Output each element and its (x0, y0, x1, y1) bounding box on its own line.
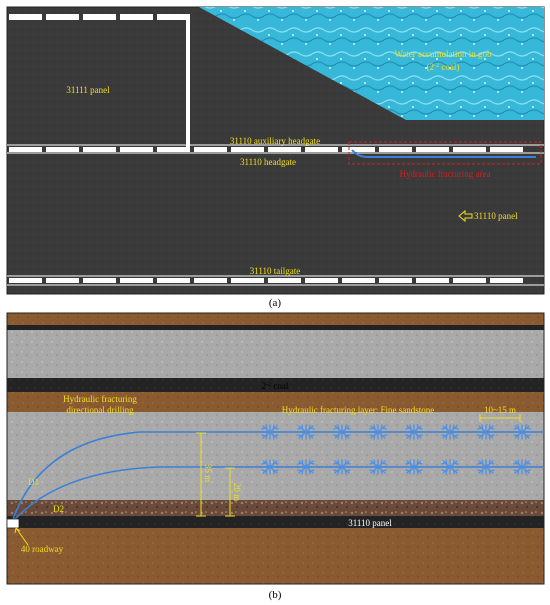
roadway-block (379, 147, 412, 152)
label-d2: D2 (53, 504, 64, 514)
layer-upper-sandstone (7, 330, 544, 378)
roadway-block (453, 147, 486, 152)
roadway-block (157, 14, 190, 20)
roadway-block (120, 278, 153, 283)
layer-floor-mudstone (7, 528, 544, 584)
label-20m: 20 m (232, 483, 242, 501)
roadway-block (83, 147, 116, 152)
roadway-block (120, 147, 153, 152)
label-31111-panel: 31111 panel (66, 85, 110, 95)
roadway-block (46, 147, 79, 152)
dimension-35m (196, 432, 206, 517)
tailgate-roadway (7, 275, 544, 286)
label-water-coal: (2-2 coal) (427, 62, 460, 72)
layer-31110-coal (7, 516, 544, 528)
layer-thin-coal (7, 325, 544, 330)
roadway-block (231, 147, 264, 152)
label-31110-panel-a: 31110 panel (474, 211, 518, 221)
roadway-block (83, 278, 116, 283)
roadway-block (157, 278, 190, 283)
dimension-spacing (479, 414, 521, 422)
roadway-block (231, 278, 264, 283)
roadway-block (9, 278, 42, 283)
label-water-accumulation: Water accumulation in gob (395, 49, 492, 59)
caption-a: (a) (269, 297, 282, 309)
panel-b-border (6, 312, 545, 585)
roadway-block (268, 147, 301, 152)
dimension-20m (225, 467, 235, 517)
label-drilling-line1: Hydraulic fracturing (63, 394, 137, 404)
layer-gravel (7, 500, 544, 516)
label-35m: 35 m (203, 464, 213, 482)
roadway-block (342, 278, 375, 283)
layer-2-2-coal (7, 378, 544, 392)
label-d1: D1 (28, 477, 39, 487)
top-roadway (9, 14, 190, 20)
label-aux-headgate: 31110 auxiliary headgate (230, 136, 320, 146)
roadway-block (268, 278, 301, 283)
roadway-block (490, 278, 523, 283)
water-gob-area (199, 7, 544, 120)
label-fracturing-layer: Hydraulic fracturing layer: Fine sandsto… (282, 405, 434, 415)
headgate-roadway (7, 144, 544, 154)
roadway-block (157, 147, 190, 152)
label-2-2-coal: 2-2 coal (262, 381, 289, 391)
roadway-block (46, 14, 79, 20)
roadway-block (120, 14, 153, 20)
label-40-roadway: 40 roadway (21, 544, 64, 554)
layer-fine-sandstone (7, 412, 544, 500)
roadway-block (9, 147, 42, 152)
roadway-block (453, 278, 486, 283)
roadway-block (342, 147, 375, 152)
layer-mudstone (7, 392, 544, 412)
caption-b: (b) (269, 589, 282, 601)
borehole-d2 (11, 466, 544, 523)
roadway-block (490, 147, 523, 152)
roadway-40 (6, 518, 20, 529)
roadway-block (83, 14, 116, 20)
roadway-block (416, 278, 449, 283)
roadway-block (46, 278, 79, 283)
hf-borehole (351, 149, 536, 158)
borehole-d1 (11, 431, 544, 523)
label-31110-panel-b: 31110 panel (348, 518, 392, 528)
layer-top-mudstone (7, 313, 544, 325)
left-arrow-icon (458, 209, 473, 223)
roadway-block (416, 147, 449, 152)
label-headgate: 31110 headgate (240, 157, 296, 167)
panel-b: 35 m 20 m 10~15 m 2-2 coal Hydraulic fra… (6, 312, 545, 601)
roadway-block (379, 278, 412, 283)
arrow-head-icon (14, 527, 21, 534)
panel-a: 31111 panel Water accumulation in gob (2… (6, 6, 545, 309)
roadway-block (305, 147, 338, 152)
roadway-block (305, 278, 338, 283)
label-drilling-line2: directional drilling (66, 405, 134, 415)
vertical-roadway (186, 14, 190, 147)
roadway-block (194, 147, 227, 152)
roadway-block (194, 278, 227, 283)
label-tailgate: 31110 tailgate (250, 266, 301, 276)
roadway-pointer (15, 527, 29, 546)
roadway-block (9, 14, 42, 20)
label-hf-area: Hydraulic fracturing area (400, 169, 491, 179)
label-spacing: 10~15 m (484, 405, 516, 415)
hf-area-box (348, 141, 542, 165)
